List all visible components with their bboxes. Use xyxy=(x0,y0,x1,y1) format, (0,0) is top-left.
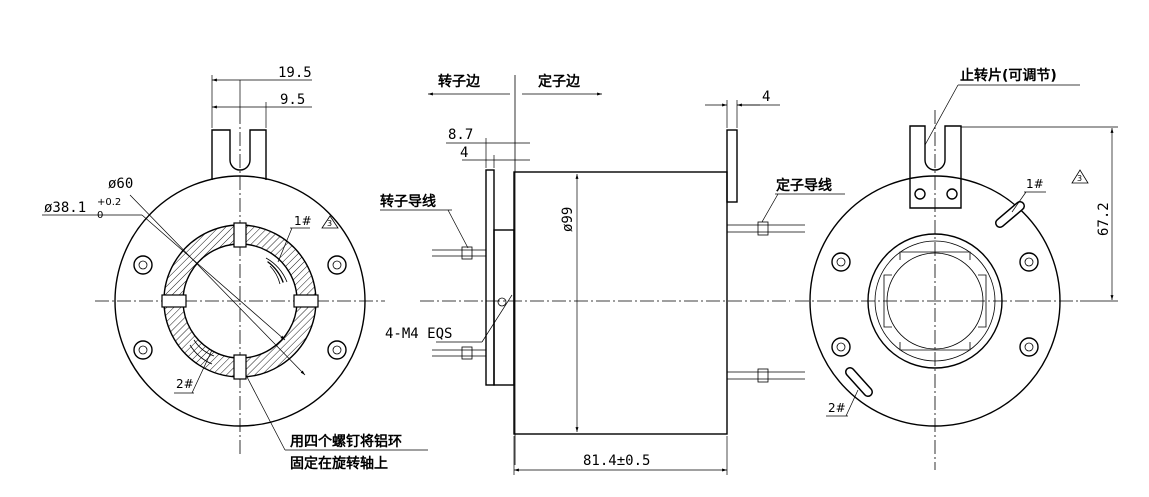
right-inner-ring xyxy=(867,233,1003,369)
ring-screw-slots xyxy=(161,222,319,380)
left-outer-flange xyxy=(114,175,366,427)
left-mount-holes xyxy=(133,255,347,360)
ring-arc-slot-2-outline xyxy=(189,339,215,365)
tab-screw-icon xyxy=(914,188,926,200)
mark-1-leader xyxy=(277,227,293,263)
right-mark-1: 1# xyxy=(1026,177,1044,191)
slip-ring-body xyxy=(513,171,728,435)
right-mount-holes xyxy=(831,252,1039,357)
right-stop-tab xyxy=(909,125,962,209)
right-bore-notches xyxy=(883,251,987,351)
dim-4-top: 4 xyxy=(762,89,770,105)
left-mark-2: 2# xyxy=(176,377,194,391)
length-label: 81.4±0.5 xyxy=(583,453,650,469)
tol-lower: 0 xyxy=(97,210,103,221)
left-triangle-icon xyxy=(321,215,339,229)
right-view: 1# 3 2# 止转片(可调节) 67.2 xyxy=(795,67,1118,470)
dim-9-5: 9.5 xyxy=(280,92,305,108)
right-mark-2: 2# xyxy=(828,401,846,415)
stator-leads-leader xyxy=(761,193,779,223)
left-view: 19.5 9.5 ø60 ø38.1 +0.2 0 xyxy=(42,65,428,472)
stator-tab xyxy=(726,129,738,203)
tab-screw-icon xyxy=(946,188,958,200)
left-triangle-num: 3 xyxy=(327,219,332,228)
stator-side-label: 定子边 xyxy=(538,73,581,90)
right-mark-1-leader xyxy=(1011,191,1027,213)
stator-leads xyxy=(727,221,805,383)
rotor-leads xyxy=(432,246,486,360)
dia60-leader xyxy=(129,194,306,376)
screw-icon xyxy=(497,297,507,307)
middle-view: 转子边 定子边 4 8.7 4 转子导线 xyxy=(380,73,845,475)
right-outer-flange xyxy=(809,175,1061,427)
dia38-leader xyxy=(141,214,286,341)
right-mark-2-leader xyxy=(845,389,859,417)
dim-19-5: 19.5 xyxy=(278,65,312,81)
stop-tab-label: 止转片(可调节) xyxy=(960,67,1057,84)
right-triangle-icon xyxy=(1071,169,1089,184)
right-inner-ring-2 xyxy=(874,240,996,362)
right-slot-2-inner xyxy=(846,368,872,396)
mark-2-leader xyxy=(191,349,213,394)
rotor-leads-label: 转子导线 xyxy=(380,193,436,210)
right-bore xyxy=(886,252,984,350)
left-stop-tab xyxy=(211,129,267,180)
rotor-flange xyxy=(485,169,495,386)
dia-38-label: ø38.1 xyxy=(44,200,86,216)
dim-67-2-label: 67.2 xyxy=(1096,202,1112,236)
note-line-2: 固定在旋转轴上 xyxy=(290,455,388,472)
ring-arc-slot-1 xyxy=(267,261,284,283)
ring-arc-slot-1-outline xyxy=(265,257,288,285)
dim-4-small: 4 xyxy=(460,145,468,161)
note-leader xyxy=(245,374,286,451)
screws-label: 4-M4 EQS xyxy=(385,326,452,342)
dia-99-label: ø99 xyxy=(560,207,576,232)
tol-upper: +0.2 xyxy=(97,197,121,208)
dia-60-label: ø60 xyxy=(108,176,133,192)
left-mark-1: 1# xyxy=(294,214,312,228)
stop-tab-leader xyxy=(924,84,959,146)
screws-leader xyxy=(481,294,513,343)
right-slot-1-inner xyxy=(996,202,1024,227)
rotor-side-label: 转子边 xyxy=(438,73,481,90)
right-triangle-num: 3 xyxy=(1077,174,1082,183)
stator-leads-label: 定子导线 xyxy=(776,177,832,194)
rotor-leads-leader xyxy=(447,209,469,249)
note-line-1: 用四个螺钉将铝环 xyxy=(290,433,402,450)
dim-8-7: 8.7 xyxy=(448,127,473,143)
